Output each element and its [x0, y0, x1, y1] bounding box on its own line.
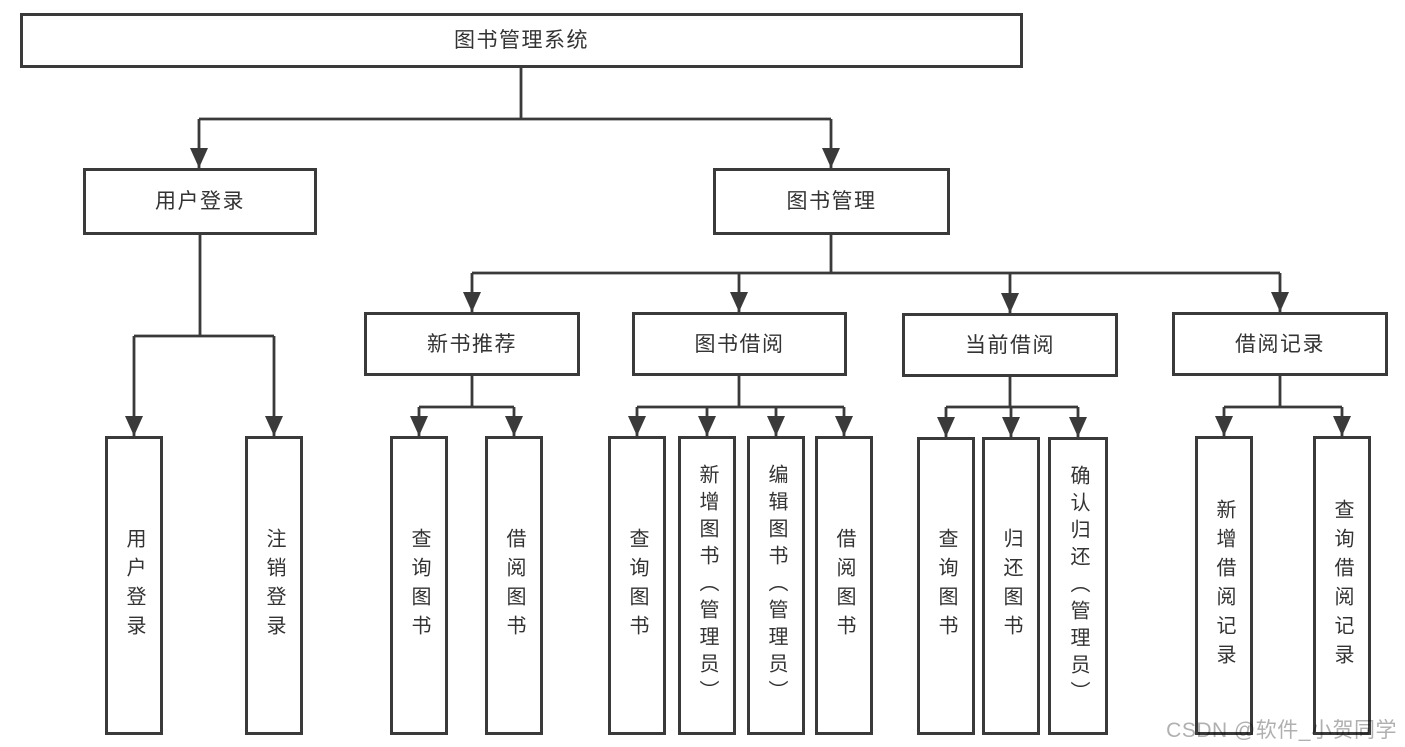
leaf-logout-label: 注销登录: [263, 527, 285, 644]
node-borrow-records: 借阅记录: [1172, 312, 1388, 376]
node-book-management-label: 图书管理: [786, 190, 877, 213]
leaf-bb-query-books: 查询图书: [608, 436, 666, 735]
leaf-logout: 注销登录: [245, 436, 303, 735]
node-root: 图书管理系统: [20, 13, 1023, 68]
leaf-user-login-label: 用户登录: [123, 527, 145, 644]
leaf-nb-borrow-books: 借阅图书: [485, 436, 543, 735]
node-current-borrow: 当前借阅: [902, 313, 1118, 377]
node-book-borrow: 图书借阅: [632, 312, 847, 376]
leaf-bb-add-books-admin: 新增图书（管理员）: [678, 436, 736, 735]
leaf-cb-confirm-return-admin-label: 确认归还（管理员）: [1067, 464, 1089, 708]
leaf-nb-borrow-books-label: 借阅图书: [503, 527, 525, 644]
leaf-bb-edit-books-admin-label: 编辑图书（管理员）: [765, 464, 787, 707]
leaf-br-query-record-label: 查询借阅记录: [1331, 498, 1353, 673]
node-borrow-records-label: 借阅记录: [1235, 332, 1325, 356]
leaf-cb-confirm-return-admin: 确认归还（管理员）: [1048, 437, 1108, 735]
leaf-bb-borrow-books-label: 借阅图书: [833, 527, 855, 644]
node-book-borrow-label: 图书借阅: [694, 332, 785, 356]
node-book-management: 图书管理: [713, 168, 950, 235]
leaf-br-add-record: 新增借阅记录: [1195, 436, 1253, 735]
node-user-login: 用户登录: [83, 168, 317, 235]
leaf-user-login: 用户登录: [105, 436, 163, 735]
node-user-login-label: 用户登录: [155, 190, 245, 213]
node-current-borrow-label: 当前借阅: [965, 333, 1055, 357]
leaf-nb-query-books: 查询图书: [390, 436, 448, 735]
leaf-bb-edit-books-admin: 编辑图书（管理员）: [747, 436, 805, 735]
leaf-cb-return-books-label: 归还图书: [1000, 528, 1022, 644]
leaf-bb-query-books-label: 查询图书: [626, 527, 648, 644]
leaf-br-add-record-label: 新增借阅记录: [1213, 498, 1235, 673]
node-new-book-recommend-label: 新书推荐: [427, 332, 517, 356]
leaf-br-query-record: 查询借阅记录: [1313, 436, 1371, 735]
leaf-bb-borrow-books: 借阅图书: [815, 436, 873, 735]
leaf-nb-query-books-label: 查询图书: [408, 527, 430, 644]
leaf-cb-return-books: 归还图书: [982, 437, 1040, 735]
leaf-cb-query-books-label: 查询图书: [935, 528, 957, 644]
watermark: CSDN @软件_小贺同学: [1166, 719, 1397, 742]
node-new-book-recommend: 新书推荐: [364, 312, 580, 376]
leaf-bb-add-books-admin-label: 新增图书（管理员）: [696, 464, 718, 707]
leaf-cb-query-books: 查询图书: [917, 437, 975, 735]
node-root-label: 图书管理系统: [454, 29, 589, 52]
